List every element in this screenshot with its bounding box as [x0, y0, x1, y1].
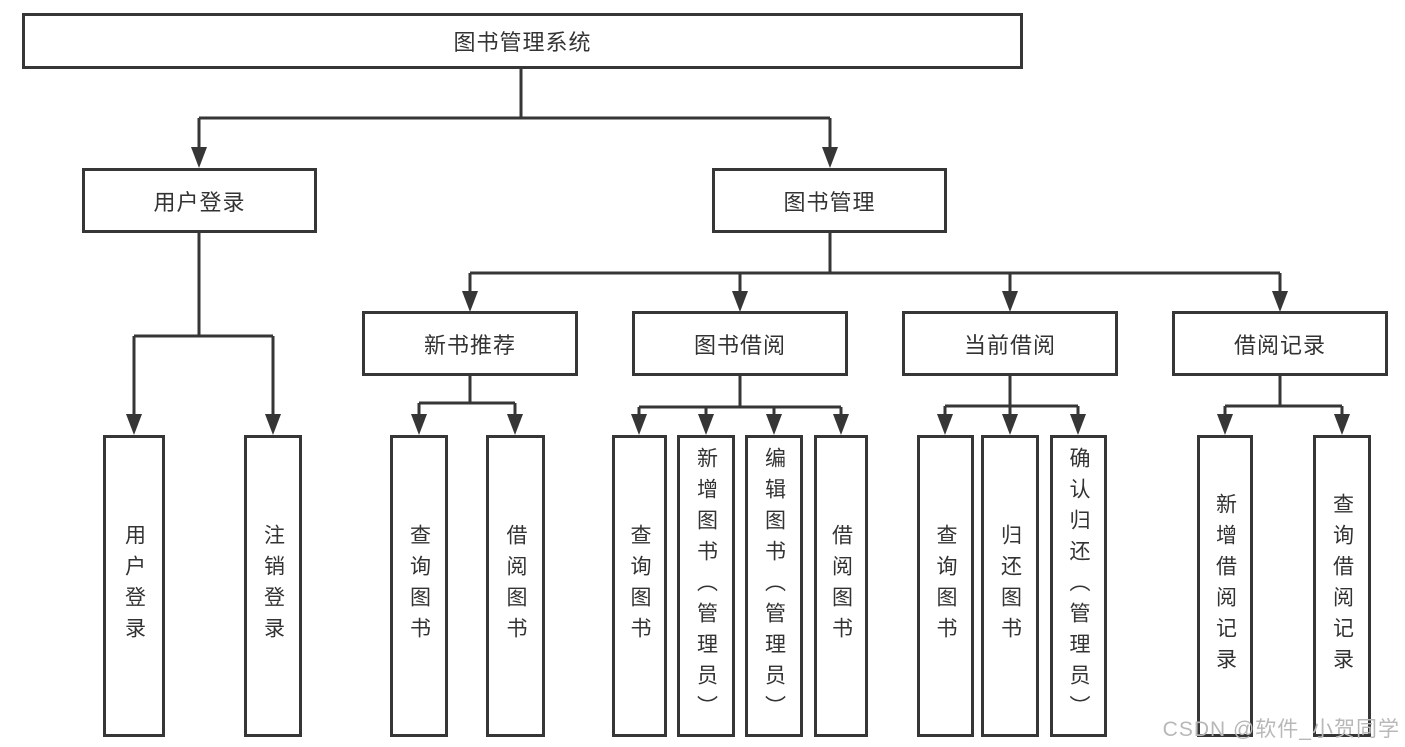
leaf-confirm-return-admin: 确认归还（管理员）: [1050, 435, 1107, 737]
node-borrowing-records-label: 借阅记录: [1233, 332, 1326, 358]
node-current-borrowing-label: 当前借阅: [963, 332, 1056, 358]
leaf-confirm-return-admin-label: 确认归还（管理员）: [1067, 446, 1090, 726]
leaf-user-login: 用户登录: [103, 435, 165, 737]
leaf-return-books: 归还图书: [981, 435, 1039, 737]
leaf-user-login-label: 用户登录: [122, 524, 146, 648]
leaf-borrow-books-label: 借阅图书: [829, 524, 853, 648]
node-new-book-recommend-label: 新书推荐: [423, 332, 516, 358]
leaf-edit-books-admin: 编辑图书（管理员）: [745, 435, 803, 737]
leaf-query-books-borrowing: 查询图书: [612, 435, 667, 737]
leaf-query-books-recommend: 查询图书: [390, 435, 448, 737]
connector-current-borrowing: [943, 376, 1080, 419]
leaf-logout-label: 注销登录: [261, 524, 285, 648]
leaf-query-books-recommend-label: 查询图书: [407, 524, 431, 648]
node-new-book-recommend: 新书推荐: [362, 311, 578, 376]
leaf-query-books-borrowing-label: 查询图书: [628, 524, 651, 648]
leaf-query-borrow-record-label: 查询借阅记录: [1330, 493, 1354, 679]
leaf-logout: 注销登录: [244, 435, 302, 737]
leaf-borrow-books-recommend-label: 借阅图书: [504, 524, 527, 648]
leaf-query-borrow-record: 查询借阅记录: [1313, 435, 1371, 737]
node-book-borrowing-label: 图书借阅: [693, 332, 786, 358]
leaf-borrow-books: 借阅图书: [814, 435, 868, 737]
leaf-add-borrow-record-label: 新增借阅记录: [1213, 493, 1237, 679]
connector-new-book-recommend: [417, 376, 517, 419]
connector-root: [197, 69, 832, 152]
leaf-query-books-current: 查询图书: [917, 435, 974, 737]
connector-borrowing-records: [1223, 376, 1344, 419]
csdn-watermark: CSDN @软件_小贺同学: [1162, 718, 1400, 741]
connector-book-borrowing: [637, 376, 843, 419]
node-current-borrowing: 当前借阅: [902, 311, 1118, 376]
connector-book-management: [468, 233, 1282, 297]
node-book-management: 图书管理: [712, 168, 947, 233]
leaf-query-books-current-label: 查询图书: [934, 524, 957, 648]
node-user-login: 用户登录: [82, 168, 317, 233]
leaf-add-books-admin: 新增图书（管理员）: [677, 435, 735, 737]
leaf-edit-books-admin-label: 编辑图书（管理员）: [762, 446, 786, 726]
leaf-add-borrow-record: 新增借阅记录: [1197, 435, 1253, 737]
node-library-system: 图书管理系统: [22, 13, 1023, 69]
node-book-borrowing: 图书借阅: [632, 311, 848, 376]
leaf-add-books-admin-label: 新增图书（管理员）: [694, 446, 718, 726]
leaf-return-books-label: 归还图书: [998, 524, 1022, 648]
node-book-management-label: 图书管理: [783, 189, 876, 215]
connector-user-login: [132, 233, 275, 419]
leaf-borrow-books-recommend: 借阅图书: [486, 435, 545, 737]
node-library-system-label: 图书管理系统: [453, 30, 592, 55]
node-borrowing-records: 借阅记录: [1172, 311, 1388, 376]
node-user-login-label: 用户登录: [153, 189, 246, 215]
